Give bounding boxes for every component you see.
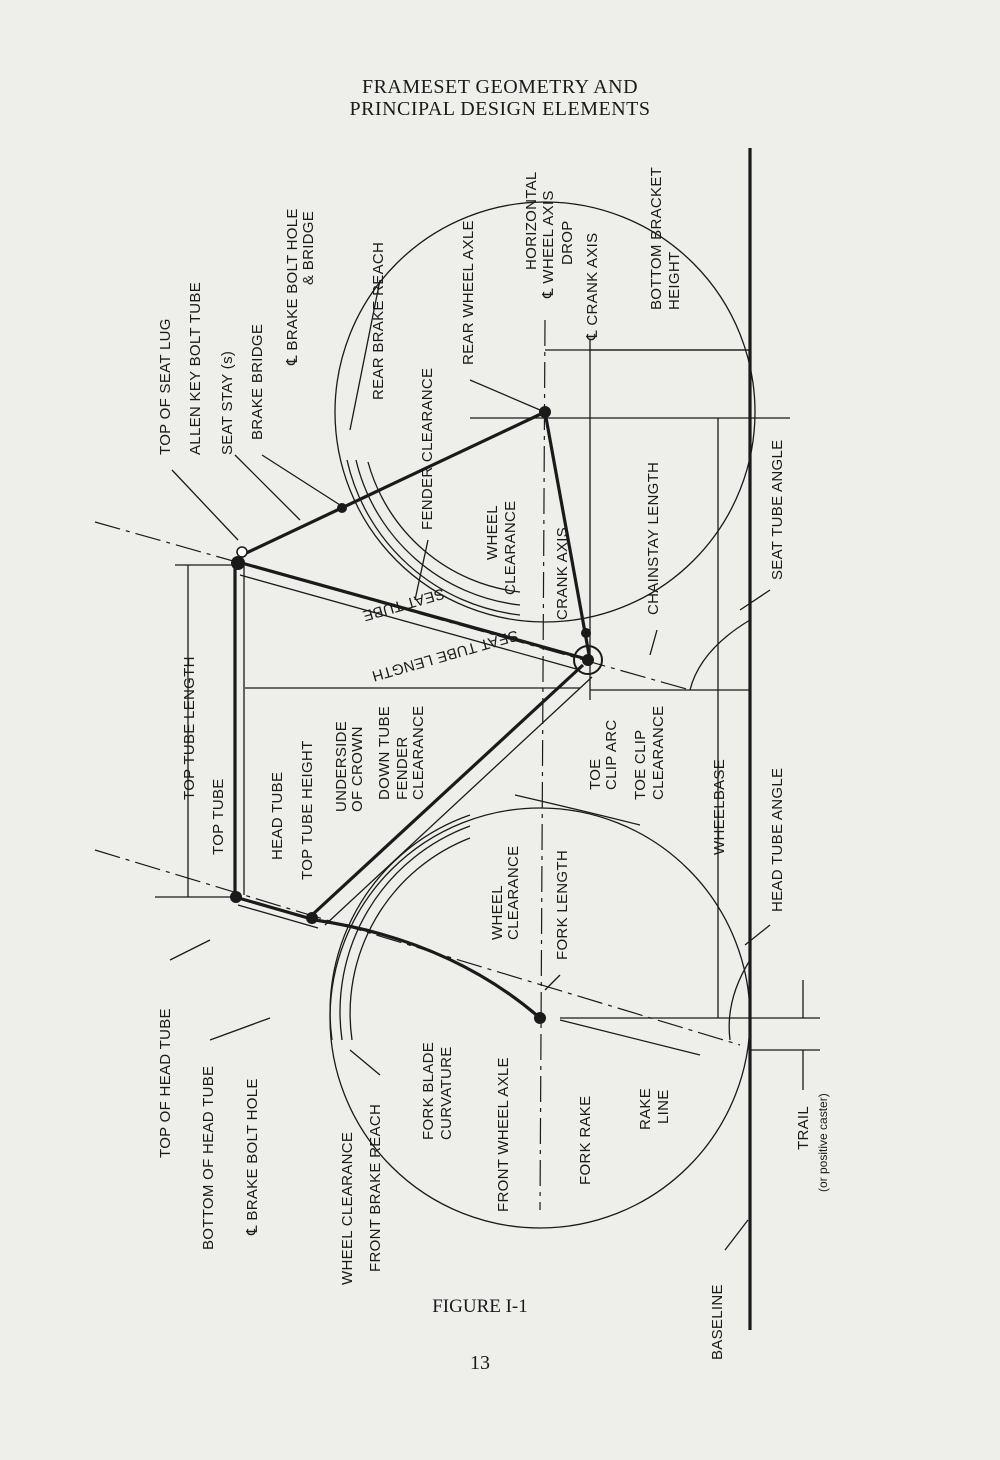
label-down-tube: DOWN TUBE <box>376 706 393 800</box>
head-tube-angle-arc <box>728 959 751 1041</box>
chainstay <box>543 411 592 661</box>
rear-fender-arc <box>346 459 521 616</box>
label-horizontal-wheel-axis-1: HORIZONTAL <box>523 171 540 270</box>
label-head-tube-angle: HEAD TUBE ANGLE <box>769 768 786 912</box>
label-front-wheel-axle: FRONT WHEEL AXLE <box>495 1057 512 1212</box>
label-underside-of-crown-1: UNDERSIDE <box>333 721 350 812</box>
label-drop: DROP <box>559 220 576 265</box>
front-fender-arc <box>329 814 471 1041</box>
label-crank-axis-top: ℄ CRANK AXIS <box>584 233 601 341</box>
label-top-tube-length: TOP TUBE LENGTH <box>181 656 198 800</box>
label-top-of-seat-lug: TOP OF SEAT LUG <box>157 318 174 455</box>
label-fender-clearance-rear: FENDER CLEARANCE <box>419 368 436 530</box>
label-rear-brake-reach: REAR BRAKE REACH <box>370 242 387 400</box>
label-seat-tube-angle: SEAT TUBE ANGLE <box>769 440 786 580</box>
label-fender-clearance-front-2: CLEARANCE <box>410 706 427 800</box>
seat-stay <box>241 410 546 557</box>
label-rake-line-2: LINE <box>655 1089 672 1124</box>
label-fender-clearance-front-1: FENDER <box>394 737 411 800</box>
seat-tube-angle-arc <box>689 619 751 691</box>
bottom-bracket <box>573 645 603 675</box>
label-toe-clip-clearance-2: CLEARANCE <box>650 706 667 800</box>
label-fork-blade-curvature-2: CURVATURE <box>438 1046 455 1140</box>
crown <box>306 912 318 924</box>
label-brake-bolt-hole-bridge-1: ℄ BRAKE BOLT HOLE <box>284 208 301 366</box>
seat-tube <box>237 560 591 662</box>
label-seat-tube: SEAT TUBE <box>360 585 446 625</box>
page-title: FRAMESET GEOMETRY AND PRINCIPAL DESIGN E… <box>0 76 1000 120</box>
rear-fender-arc-2 <box>355 459 521 606</box>
label-top-tube: TOP TUBE <box>210 778 227 855</box>
label-wheelbase: WHEELBASE <box>711 759 728 855</box>
label-wheel-clearance-front-2: CLEARANCE <box>505 846 522 940</box>
leader-lines <box>169 279 771 1251</box>
rear-fender-arc-3 <box>367 461 521 593</box>
label-bottom-of-head-tube: BOTTOM OF HEAD TUBE <box>200 1066 217 1250</box>
title-line-2: PRINCIPAL DESIGN ELEMENTS <box>349 98 651 120</box>
label-seat-stays: SEAT STAY (s) <box>219 351 236 455</box>
label-brake-bolt-hole: ℄ BRAKE BOLT HOLE <box>244 1078 261 1236</box>
label-toe-clip-clearance-1: TOE CLIP <box>632 730 649 800</box>
label-bottom-bracket-height-2: HEIGHT <box>666 252 683 310</box>
label-brake-bolt-hole-bridge-2: & BRIDGE <box>300 211 317 285</box>
label-wheel-clearance-rear-1: WHEEL <box>484 505 501 560</box>
label-top-tube-height: TOP TUBE HEIGHT <box>299 740 316 880</box>
crank-axis-point <box>581 628 591 638</box>
label-seat-tube-length: SEAT TUBE LENGTH <box>370 626 520 684</box>
label-wheel-clearance-rear-2: CLEARANCE <box>502 501 519 595</box>
toe-clip-arc <box>514 794 641 826</box>
brake-bridge <box>337 503 347 513</box>
front-axle <box>534 1012 546 1024</box>
label-fork-length: FORK LENGTH <box>554 850 571 960</box>
label-group: TOP OF SEAT LUG ALLEN KEY BOLT TUBE SEAT… <box>157 167 830 1360</box>
figure-caption: FIGURE I-1 <box>432 1296 528 1317</box>
label-toe-clip-arc-1: TOE <box>587 759 604 790</box>
label-chainstay-length: CHAINSTAY LENGTH <box>645 462 662 615</box>
page-number: 13 <box>470 1352 490 1374</box>
label-crank-axis: CRANK AXIS <box>554 527 571 620</box>
label-front-brake-reach: FRONT BRAKE REACH <box>367 1104 384 1272</box>
label-allen-key-bolt-tube: ALLEN KEY BOLT TUBE <box>187 282 204 455</box>
rake-line <box>559 1019 701 1056</box>
seat-lug <box>231 556 245 570</box>
label-trail: TRAIL <box>795 1106 812 1150</box>
label-rear-wheel-axle: REAR WHEEL AXLE <box>460 220 477 365</box>
label-wheel-clearance-lower: WHEEL CLEARANCE <box>339 1132 356 1285</box>
down-tube <box>310 663 585 917</box>
label-underside-of-crown-2: OF CROWN <box>349 726 366 812</box>
title-line-1: FRAMESET GEOMETRY AND <box>361 76 639 98</box>
label-horizontal-wheel-axis-2: ℄ WHEEL AXIS <box>540 190 557 299</box>
label-brake-bridge: BRAKE BRIDGE <box>249 324 266 440</box>
label-fork-blade-curvature-1: FORK BLADE <box>420 1042 437 1140</box>
label-top-of-head-tube: TOP OF HEAD TUBE <box>157 1008 174 1158</box>
wheel-axis-centerline <box>539 319 546 1211</box>
label-bottom-bracket-height-1: BOTTOM BRACKET <box>648 167 665 310</box>
front-fender-arc-2 <box>339 825 471 1041</box>
rear-wheel <box>334 201 756 623</box>
label-head-tube: HEAD TUBE <box>269 772 286 860</box>
head-lug <box>230 891 242 903</box>
label-baseline: BASELINE <box>709 1284 726 1360</box>
label-trail-note: (or positive caster) <box>816 1093 830 1192</box>
label-wheel-clearance-front-1: WHEEL <box>489 885 506 940</box>
fork-blade <box>314 918 542 1020</box>
label-fork-rake: FORK RAKE <box>577 1096 594 1185</box>
label-toe-clip-arc-2: CLIP ARC <box>603 720 620 791</box>
rear-axle <box>539 406 551 418</box>
head-tube <box>234 895 316 922</box>
top-of-seat-lug <box>236 546 248 558</box>
label-rake-line-1: RAKE <box>637 1088 654 1130</box>
front-fender-arc-3 <box>349 837 471 1041</box>
